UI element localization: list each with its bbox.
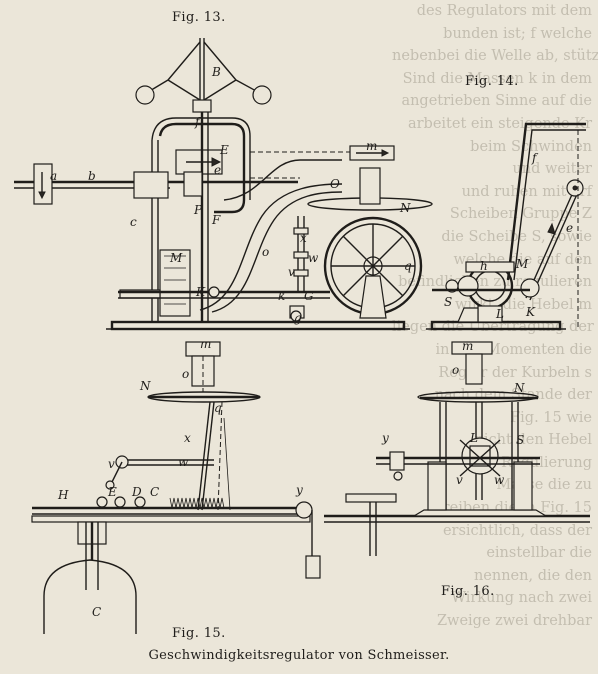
drawing-letter: S <box>444 295 452 309</box>
fig-13-label: Fig. 13. <box>172 10 226 25</box>
drawing-letter: F <box>211 213 221 227</box>
bleed-through-line: nebenbei die Welle ab, stützt <box>392 48 598 65</box>
drawing-letter: N <box>139 379 151 393</box>
bleed-through-line: nennen, die den <box>473 567 592 584</box>
drawing-letter: w <box>178 455 189 469</box>
bleed-through-line: Wirkung nach zwei <box>451 590 592 607</box>
drawing-letter: C <box>150 485 159 499</box>
drawing-letter: a <box>50 169 57 183</box>
fig-16-label: Fig. 16. <box>441 584 495 599</box>
drawing-letter: x <box>184 431 191 445</box>
bleed-through-line: liegen die Übertragung der <box>392 319 594 336</box>
drawing-letter: g <box>294 311 302 325</box>
drawing-letter: e <box>566 221 573 235</box>
drawing-letter: B <box>211 65 221 79</box>
bleed-through-line: einstellbar die <box>486 545 592 562</box>
drawing-letter: v <box>288 265 295 279</box>
drawing-letter: e <box>214 163 221 177</box>
bleed-through-line: ersichtlich, dass der <box>442 522 592 539</box>
bleed-through-line: Sind die Massen k in dem <box>402 70 592 87</box>
drawing-letter: o <box>182 367 189 381</box>
drawing-letter: O <box>330 177 340 191</box>
drawing-letter: M <box>515 257 529 271</box>
drawing-letter: N <box>513 381 525 395</box>
drawing-letter: v <box>108 457 115 471</box>
drawing-letter: b <box>88 169 96 183</box>
drawing-letter: K <box>525 305 536 319</box>
bleed-through-line: und ruhen mit erf <box>461 183 592 200</box>
drawing-letter: D <box>131 485 142 499</box>
drawing-letter: k <box>278 289 285 303</box>
bleed-through-line: des Regulators mit dem <box>416 3 592 19</box>
drawing-letter: q <box>214 401 222 415</box>
fig-16-drawing <box>324 341 590 556</box>
bleed-through-line: nicht den Hebel <box>474 432 592 449</box>
drawing-letter: m <box>366 139 377 153</box>
drawing-letter: K <box>195 285 206 299</box>
drawing-letter: N <box>399 201 411 215</box>
bleed-through-line: Scheiben Gruppe Z <box>449 206 592 223</box>
drawing-letter: S <box>516 433 524 447</box>
fig-15-label: Fig. 15. <box>172 626 226 641</box>
drawing-letter: m <box>462 339 473 353</box>
drawing-letter: w <box>494 473 505 487</box>
drawing-letter: f <box>194 115 202 129</box>
drawing-letter: G <box>304 289 314 303</box>
drawing-letter: L <box>469 431 478 445</box>
drawing-letter: E <box>107 485 117 499</box>
drawing-letter: P <box>193 203 203 217</box>
drawing-letter: f <box>531 151 539 165</box>
fig-13-drawing <box>14 38 433 331</box>
bleed-through-line: arbeitet ein steigende Kr <box>407 115 592 132</box>
fig-14-label: Fig. 14. <box>465 74 519 89</box>
drawing-letter: o <box>262 245 269 259</box>
bleed-through-line: angetrieben Sinne auf die <box>401 93 592 110</box>
drawing-letter: M <box>169 251 183 265</box>
fig-14-drawing <box>426 122 586 331</box>
drawing-letter: x <box>300 231 307 245</box>
bleed-through-line: bunden ist; f welche <box>443 25 592 42</box>
bleed-through-line: beim Schwinden <box>470 138 592 155</box>
drawing-letter: v <box>456 473 463 487</box>
bleed-through-line: Fig. 15 wie <box>510 409 592 426</box>
drawing-letter: o <box>452 363 459 377</box>
page-caption: Geschwindigkeitsregulator von Schmeisser… <box>148 648 450 663</box>
drawing-letter: E <box>219 143 229 157</box>
drawing-letter: w <box>308 251 319 265</box>
drawing-letter: q <box>404 259 412 273</box>
drawing-letter: y <box>381 431 389 445</box>
drawing-letter: c <box>130 215 137 229</box>
drawing-letter: h <box>480 259 488 273</box>
drawing-letter: H <box>57 488 69 502</box>
fig-15-drawing <box>31 341 321 634</box>
drawing-letter: C <box>92 605 101 619</box>
drawing-letter: L <box>495 307 504 321</box>
drawing-letter: m <box>200 337 211 351</box>
bleed-through-line: und weiter <box>512 161 592 178</box>
bleed-through-line: Zweige zwei drehbar <box>436 613 592 630</box>
drawing-letter: y <box>295 483 303 497</box>
